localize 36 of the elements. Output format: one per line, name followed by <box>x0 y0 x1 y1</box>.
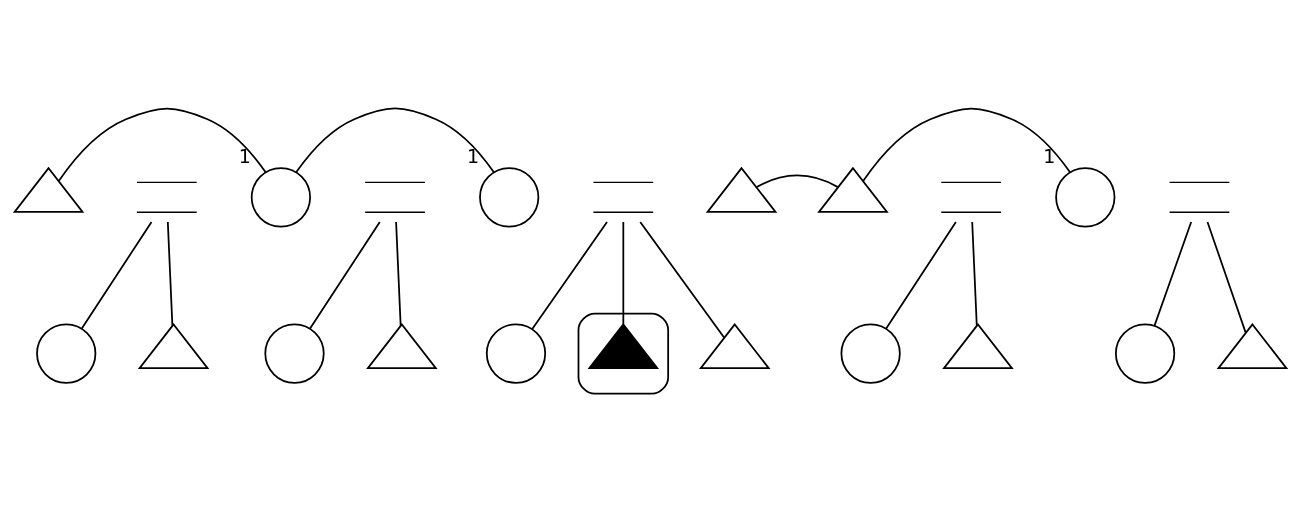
node-triangle <box>942 322 1014 370</box>
node-triangle <box>12 166 85 213</box>
connector <box>639 221 725 339</box>
connector <box>885 221 957 330</box>
node-triangle <box>366 322 438 370</box>
node-circle <box>250 167 311 228</box>
node-triangle <box>817 166 889 213</box>
node-triangle <box>137 322 210 370</box>
connector <box>755 174 839 188</box>
connector <box>622 221 625 325</box>
connector <box>395 221 402 327</box>
node-triangle <box>698 322 771 370</box>
node-circle <box>1115 323 1176 384</box>
connector <box>971 221 978 327</box>
node-label: 1 <box>1043 144 1056 167</box>
node-circle <box>485 323 547 384</box>
connector <box>80 221 153 330</box>
connector <box>531 221 608 331</box>
connector <box>166 221 174 327</box>
node-circle <box>840 323 901 384</box>
node-label: 1 <box>238 144 251 167</box>
connector <box>309 221 381 330</box>
node-circle <box>1055 167 1116 228</box>
node-circle <box>36 323 97 384</box>
node-triangle <box>1216 322 1289 370</box>
connector <box>295 107 495 173</box>
connector <box>57 107 267 182</box>
node-triangle <box>705 166 778 213</box>
connector <box>1153 221 1193 327</box>
cluster <box>577 312 670 395</box>
connector <box>1206 221 1247 334</box>
node-triangle <box>587 322 660 370</box>
connector <box>862 107 1071 182</box>
node-circle <box>479 167 540 228</box>
node-label: 1 <box>467 144 480 167</box>
node-circle <box>264 323 325 384</box>
